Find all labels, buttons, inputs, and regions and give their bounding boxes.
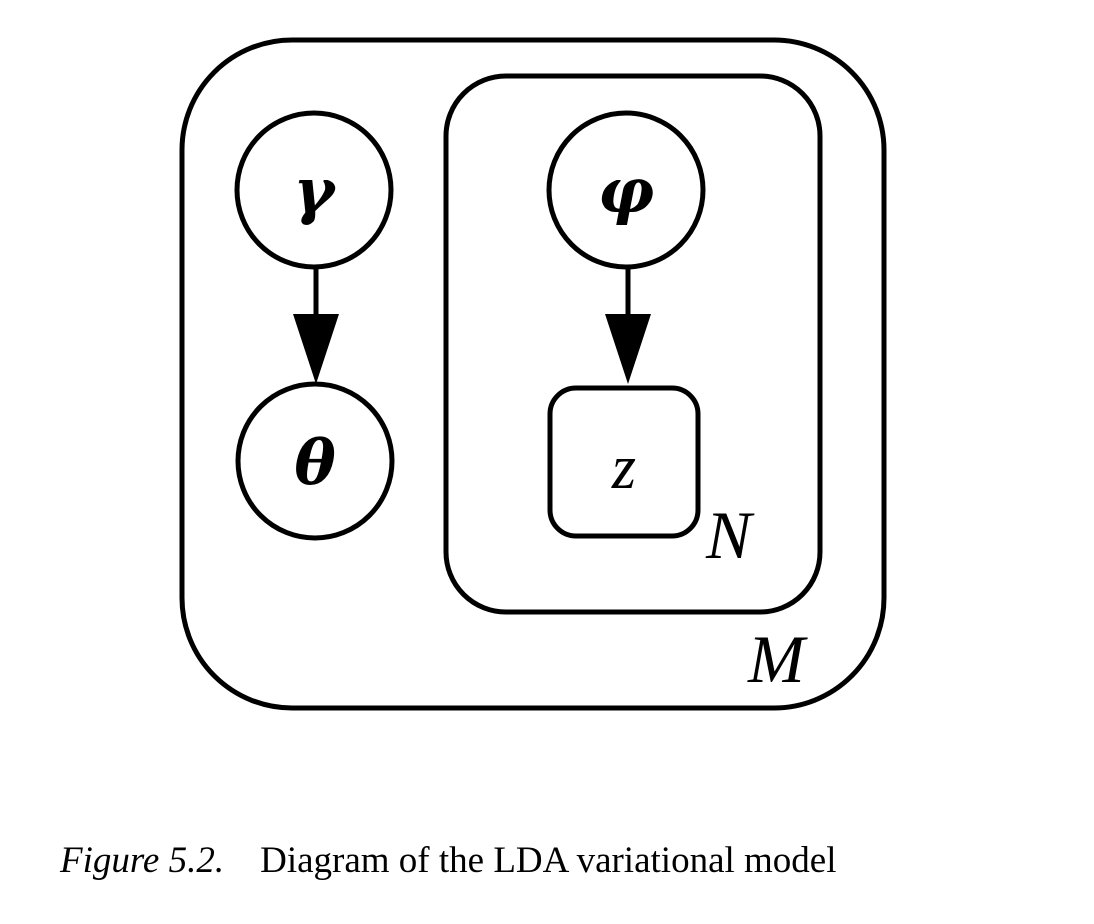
figure-caption-label: Figure 5.2. xyxy=(60,840,225,881)
lda-variational-diagram: M N γ θ φ z xyxy=(179,37,887,711)
node-theta: θ xyxy=(235,381,395,541)
node-theta-label: θ xyxy=(294,426,336,499)
node-phi: φ xyxy=(546,110,706,270)
plate-inner-label: N xyxy=(705,497,755,573)
node-gamma: γ xyxy=(234,110,394,270)
edge-phi-z xyxy=(605,268,651,384)
plate-outer xyxy=(179,37,887,711)
plate-outer-label: M xyxy=(747,621,808,697)
figure-caption: Figure 5.2. Diagram of the LDA variationa… xyxy=(60,836,1060,886)
plate-inner xyxy=(443,73,823,615)
node-z: z xyxy=(547,385,701,539)
node-gamma-label: γ xyxy=(294,154,338,227)
node-phi-label: φ xyxy=(598,154,654,227)
figure-caption-text: Diagram of the LDA variational model xyxy=(260,840,837,881)
node-z-label: z xyxy=(611,434,636,502)
edge-gamma-theta xyxy=(293,268,339,384)
